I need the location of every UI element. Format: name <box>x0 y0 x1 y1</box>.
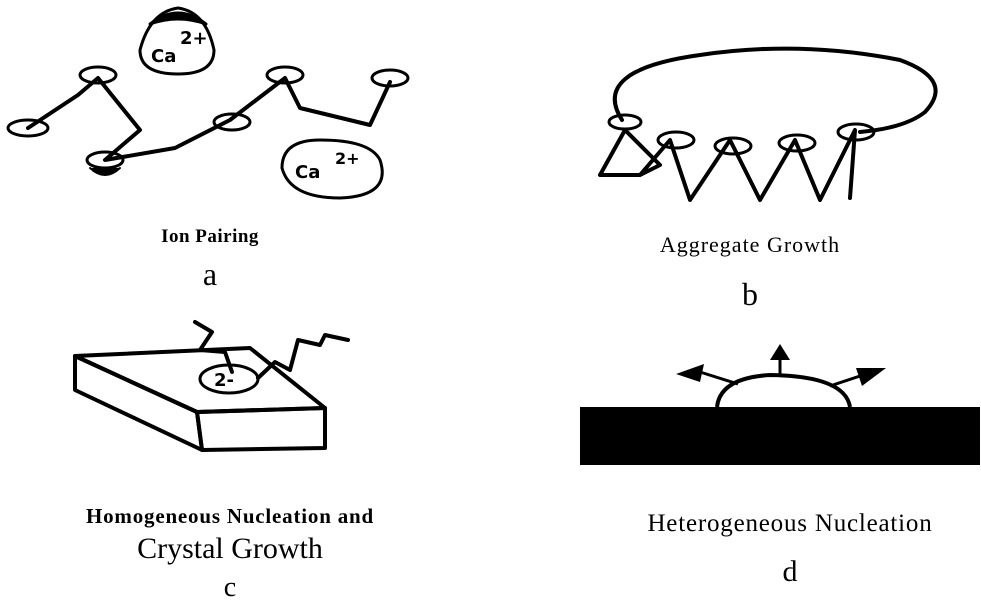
aggregate-outline <box>615 49 936 132</box>
panel-b-aggregate-growth <box>600 49 936 200</box>
crystal-front <box>197 408 325 450</box>
arrow-up <box>770 344 790 360</box>
caption-heterogeneous: Heterogeneous Nucleation <box>600 510 980 538</box>
label-c: c <box>200 572 260 604</box>
ion2-charge: 2+ <box>335 149 360 168</box>
ion1-symbol: Ca <box>151 46 176 67</box>
arrow-left <box>676 364 704 382</box>
caption-homogeneous-line2: Crystal Growth <box>20 532 440 566</box>
caption-aggregate-growth: Aggregate Growth <box>620 232 880 258</box>
surface-ion-charge: 2- <box>214 370 234 391</box>
caption-homogeneous-line1: Homogeneous Nucleation and <box>20 504 440 529</box>
panel-c-homogeneous-nucleation <box>75 322 348 450</box>
caption-ion-pairing: Ion Pairing <box>120 226 300 248</box>
panel-a-ion-pairing <box>8 8 408 198</box>
ion1-charge: 2+ <box>180 28 208 49</box>
arrow-right <box>856 368 886 386</box>
crystal-side <box>75 356 202 450</box>
head-group <box>609 115 641 129</box>
nucleus-dome <box>717 375 850 407</box>
label-d: d <box>760 555 820 589</box>
label-a: a <box>120 256 300 293</box>
panel-d-heterogeneous-nucleation <box>580 344 980 465</box>
head-group <box>658 132 694 148</box>
substrate <box>580 407 980 465</box>
aggregate-chain <box>600 130 855 200</box>
label-b: b <box>620 276 880 313</box>
ion2-symbol: Ca <box>295 162 320 183</box>
polymer-chain <box>28 78 390 160</box>
